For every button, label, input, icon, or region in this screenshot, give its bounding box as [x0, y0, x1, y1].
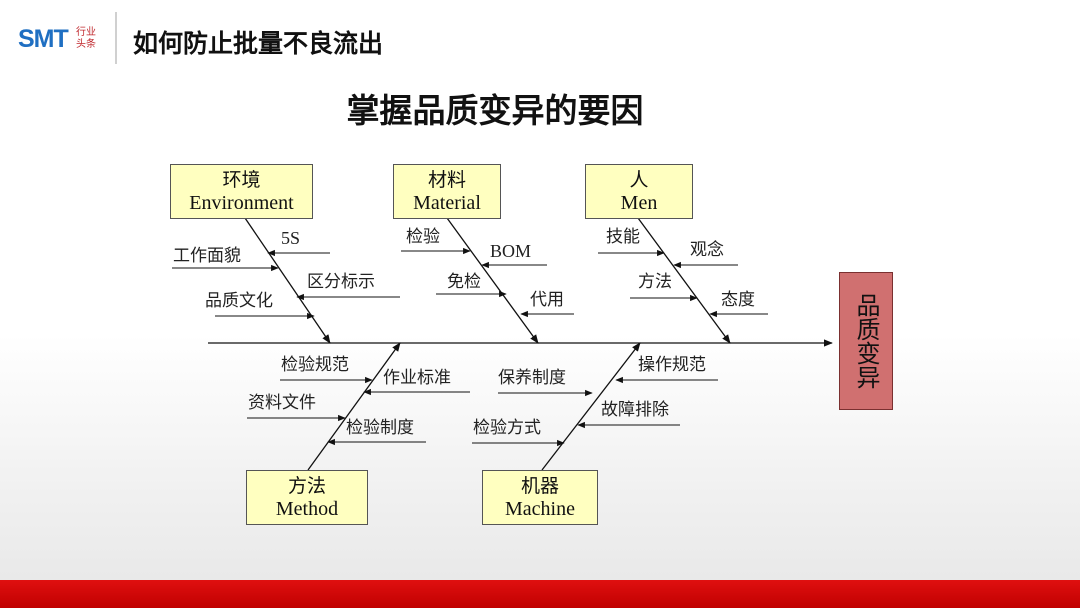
- bone-method: [307, 342, 401, 471]
- category-method: 方法 Method: [246, 470, 368, 525]
- cause-label-work-standard: 作业标准: [383, 368, 451, 388]
- logo-text: SMT: [18, 25, 69, 53]
- header-divider: [115, 12, 117, 64]
- smt-logo: SMT 行业 头条: [18, 26, 102, 52]
- bone-material: [446, 217, 539, 344]
- header-title: 如何防止批量不良流出: [133, 29, 384, 58]
- slide-title: 掌握品质变异的要因: [346, 91, 644, 130]
- cause-label-5s: 5S: [281, 228, 301, 248]
- bottom-accent-bar: [0, 580, 1080, 608]
- cause-label-documents: 资料文件: [248, 393, 316, 413]
- cause-label-attitude: 态度: [721, 290, 755, 310]
- category-environment: 环境 Environment: [170, 164, 313, 219]
- cause-label-bom: BOM: [490, 241, 532, 261]
- cause-label-troubleshooting: 故障排除: [601, 400, 669, 420]
- cause-label-quality-culture: 品质文化: [205, 291, 273, 311]
- category-material-zh: 材料: [427, 168, 466, 191]
- category-environment-zh: 环境: [222, 168, 261, 191]
- category-men-zh: 人: [629, 168, 649, 191]
- cause-label-skill: 技能: [606, 227, 640, 247]
- effect-box: 品质变异: [839, 272, 893, 410]
- cause-label-work-appearance: 工作面貌: [173, 246, 241, 266]
- cause-label-mindset: 观念: [690, 240, 724, 260]
- logo-subtext-2: 头条: [76, 39, 96, 50]
- cause-label-inspection-mode: 检验方式: [473, 418, 541, 438]
- category-machine-zh: 机器: [520, 474, 559, 497]
- cause-label-inspection-system: 检验制度: [346, 418, 414, 438]
- logo-subtext-1: 行业: [76, 27, 96, 38]
- category-material: 材料 Material: [393, 164, 501, 219]
- cause-label-exempt: 免检: [447, 272, 481, 292]
- category-method-en: Method: [275, 497, 339, 520]
- category-men-en: Men: [620, 191, 658, 214]
- category-environment-en: Environment: [189, 191, 294, 214]
- header-bar: SMT 行业 头条 如何防止批量不良流出: [0, 0, 1080, 78]
- cause-label-inspection-spec: 检验规范: [281, 355, 349, 375]
- bone-machine: [541, 342, 641, 471]
- category-men: 人 Men: [585, 164, 693, 219]
- cause-label-maintenance: 保养制度: [498, 368, 566, 388]
- category-material-en: Material: [413, 191, 481, 214]
- cause-label-inspection: 检验: [406, 227, 440, 247]
- cause-label-method: 方法: [638, 272, 672, 292]
- category-method-zh: 方法: [287, 474, 326, 497]
- cause-label-substitute: 代用: [530, 290, 564, 310]
- cause-label-operation-spec: 操作规范: [638, 355, 706, 375]
- cause-label-area-marking: 区分标示: [307, 272, 375, 292]
- bone-environment: [244, 217, 331, 344]
- category-machine: 机器 Machine: [482, 470, 598, 525]
- effect-label: 品质变异: [852, 293, 880, 389]
- bone-men: [637, 217, 731, 344]
- category-machine-en: Machine: [505, 497, 575, 520]
